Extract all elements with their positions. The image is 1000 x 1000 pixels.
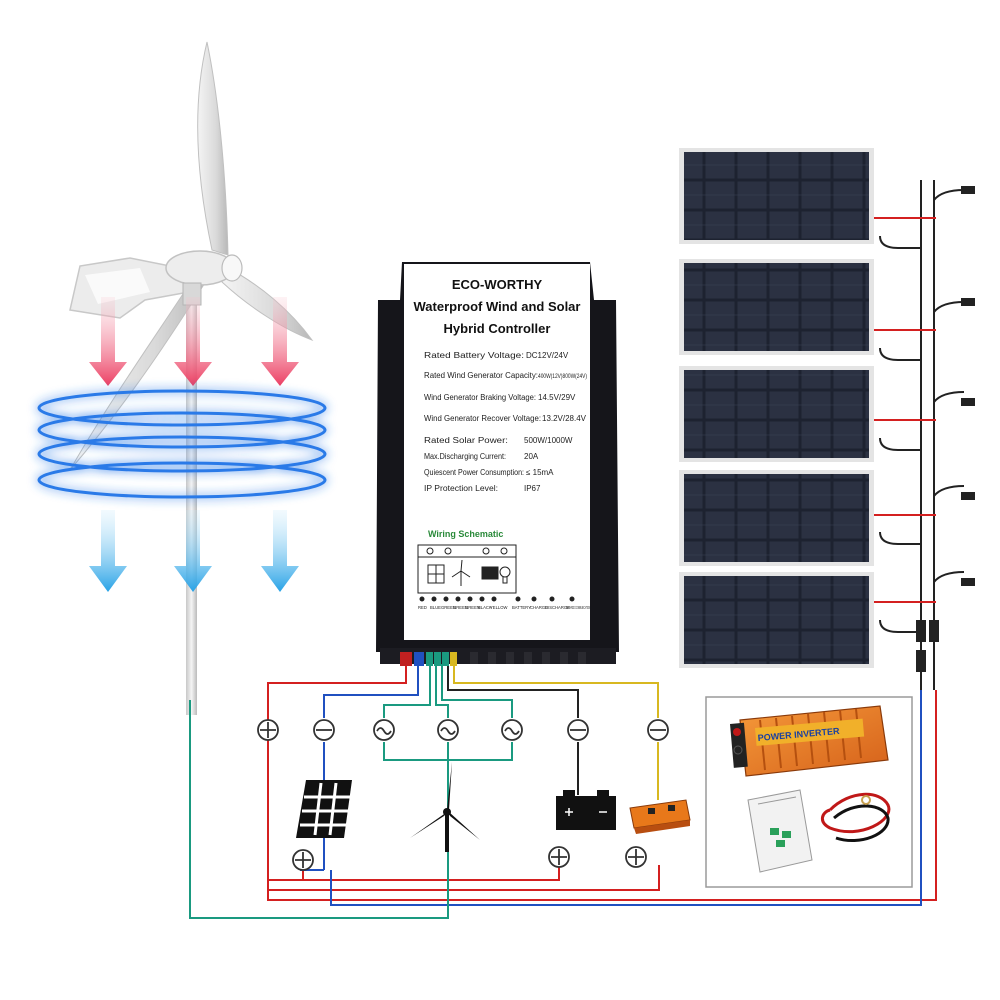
hybrid-controller: ECO-WORTHY Waterproof Wind and Solar Hyb… <box>376 262 619 666</box>
airflow-rings <box>37 389 327 499</box>
inverter-icon <box>629 799 691 834</box>
controller-title-line1: Waterproof Wind and Solar <box>414 299 581 314</box>
terminal-label: BLUE <box>430 605 441 610</box>
solar-panel-array <box>679 148 874 668</box>
solar-panel <box>679 572 874 668</box>
controller-cable-glands <box>400 652 586 666</box>
solar-panel-icon <box>427 564 445 584</box>
port-label: CHARGE <box>530 605 548 610</box>
spec-value: ≤ 15mA <box>526 468 554 477</box>
terminal-label: RED <box>418 605 427 610</box>
terminal-label: GREEN <box>453 605 468 610</box>
spec-value: 20A <box>524 452 539 461</box>
spec-label: Quiescent Power Consumption: <box>424 468 524 477</box>
wiring-lines <box>189 660 937 919</box>
spec-label: Wind Generator Recover Voltage: <box>424 414 541 423</box>
spec-label: Rated Solar Power: <box>424 436 508 445</box>
minus-terminal-icon <box>567 719 589 741</box>
spec-label: Rated Battery Voltage: <box>424 351 524 360</box>
terminal-label: YELLOW <box>490 605 508 610</box>
battery-icon <box>556 790 616 830</box>
bulb-icon <box>499 566 511 584</box>
spec-label: IP Protection Level: <box>424 484 498 493</box>
port-label: INFRARED COMMUNICATION <box>566 605 590 610</box>
terminal-row <box>257 719 669 871</box>
ac-terminal-icon <box>501 719 523 741</box>
panel-harness <box>874 180 975 690</box>
terminal-label: BLACK <box>478 605 492 610</box>
air-arrow-icon <box>89 510 127 592</box>
port-label: DISCHARGE <box>545 605 570 610</box>
air-arrow-icon <box>89 297 127 386</box>
plus-terminal-icon <box>292 849 314 871</box>
solar-panel <box>679 259 874 355</box>
plus-terminal-icon <box>625 846 647 868</box>
spec-label: Rated Wind Generator Capacity: <box>424 371 538 380</box>
wind-turbine-photo <box>69 41 314 715</box>
air-arrow-icon <box>261 510 299 592</box>
spec-value: 400W(12V)800W(24V) <box>538 373 587 380</box>
spec-label: Max.Discharging Current: <box>424 452 506 461</box>
terminal-label: GREEN <box>465 605 480 610</box>
inverter-photo-box: POWER INVERTER <box>705 696 913 888</box>
port-label: BATTERY <box>512 605 531 610</box>
battery-cables-photo <box>821 792 891 843</box>
spec-value: DC12V/24V <box>526 351 569 360</box>
spec-value: 14.5V/29V <box>538 393 576 402</box>
plus-terminal-icon <box>548 846 570 868</box>
wind-turbine-icon <box>410 762 480 852</box>
wind-turbine-icon <box>451 559 471 586</box>
battery-icon <box>481 566 499 580</box>
air-arrow-icon <box>174 297 212 386</box>
controller-title-line2: Hybrid Controller <box>444 321 551 336</box>
air-arrow-icon <box>261 297 299 386</box>
terminal-label: GREEN <box>441 605 456 610</box>
solar-panel-icon <box>296 780 352 838</box>
airflow-arrows-down <box>89 297 299 592</box>
controller-brand: ECO-WORTHY <box>452 277 543 292</box>
solar-panel <box>679 470 874 566</box>
minus-terminal-icon <box>313 719 335 741</box>
turbine-pole <box>186 265 197 715</box>
spec-value: 500W/1000W <box>524 436 573 445</box>
air-arrow-icon <box>174 510 212 592</box>
turbine-blade-right <box>221 267 314 342</box>
spec-value: IP67 <box>524 484 541 493</box>
turbine-blade-upper <box>197 41 229 256</box>
spec-label: Wind Generator Braking Voltage: <box>424 393 536 402</box>
spec-value: 13.2V/28.4V <box>542 414 587 423</box>
solar-panel <box>679 148 874 244</box>
manual-photo <box>747 789 813 873</box>
solar-panel <box>679 366 874 462</box>
minus-terminal-icon <box>647 719 669 741</box>
mini-schematic <box>417 544 575 602</box>
plus-terminal-icon <box>257 719 279 741</box>
ac-terminal-icon <box>373 719 395 741</box>
ac-terminal-icon <box>437 719 459 741</box>
wiring-schematic-title: Wiring Schematic <box>428 529 503 539</box>
power-inverter-photo: POWER INVERTER <box>730 705 889 777</box>
